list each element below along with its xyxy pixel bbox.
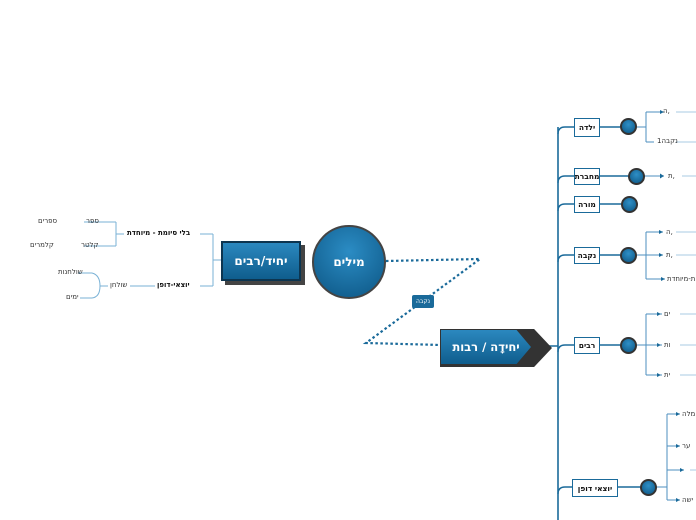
no-suffix-label[interactable]: בלי סיומת - מיוחדת <box>127 229 191 237</box>
feminine-singular-plural-node[interactable]: יחידָה / רבות <box>441 330 531 364</box>
dotted-link <box>362 257 484 347</box>
node-exceptions[interactable]: יוצאי דופן <box>572 479 618 497</box>
far-right-lines <box>676 111 696 471</box>
left-branch-lines <box>200 233 221 287</box>
box-knob-links <box>599 126 640 488</box>
exceptions-label[interactable]: יוצאי-דופן <box>157 281 190 289</box>
left-sub1-lines <box>84 221 124 247</box>
item-kalmar[interactable]: קלטר <box>81 241 99 249</box>
node-rabim[interactable]: רבים <box>574 337 600 354</box>
expand-knob[interactable] <box>620 247 637 264</box>
singular-plural-node[interactable]: יחיד/רבים <box>221 241 301 281</box>
right-trunk <box>549 127 559 520</box>
child-label[interactable]: ה, <box>663 107 670 115</box>
item-sefer[interactable]: ספר <box>86 217 99 225</box>
arrow-heads <box>657 110 684 502</box>
connector-label-feminine[interactable]: נקבה <box>412 295 434 308</box>
child-label[interactable]: ית <box>664 371 671 379</box>
child-label[interactable]: ישה <box>682 496 694 504</box>
item-yamim[interactable]: ימים <box>66 293 79 301</box>
expand-knob[interactable] <box>620 337 637 354</box>
child-label[interactable]: ות <box>664 341 671 349</box>
expand-knob[interactable] <box>628 168 645 185</box>
center-node-words[interactable]: מילים <box>312 225 386 299</box>
child-label[interactable]: מלה <box>682 410 696 418</box>
expand-knob[interactable] <box>621 196 638 213</box>
node-machberet[interactable]: מחברת <box>574 168 600 185</box>
item-kalmarim[interactable]: קלמרים <box>30 241 54 249</box>
item-sfarim[interactable]: ספרים <box>38 217 58 225</box>
node-nekeva[interactable]: נקבה <box>574 247 600 264</box>
child-label[interactable]: ער <box>682 442 691 450</box>
child-label[interactable]: ת, <box>668 172 675 180</box>
expand-knob[interactable] <box>620 118 637 135</box>
child-label[interactable]: ת-מיוחדת <box>667 275 696 283</box>
left-sub2-lines <box>78 272 155 299</box>
child-label[interactable]: נקבה1 <box>657 137 678 145</box>
node-yalda[interactable]: ילדה <box>574 118 600 137</box>
node-mora[interactable]: מורה <box>574 196 600 213</box>
item-shulchanot[interactable]: שולחנות <box>58 268 83 276</box>
child-label[interactable]: ה, <box>666 228 673 236</box>
center-node-label: מילים <box>333 255 365 269</box>
item-shulchan[interactable]: שולחן <box>110 281 128 289</box>
child-label[interactable]: ת, <box>666 251 673 259</box>
child-links <box>636 111 684 501</box>
feminine-node-label: יחידָה / רבות <box>452 340 520 354</box>
trunk-branches <box>557 126 574 495</box>
singular-plural-label: יחיד/רבים <box>234 254 288 268</box>
expand-knob[interactable] <box>640 479 657 496</box>
connector-label-text: נקבה <box>415 298 431 305</box>
child-label[interactable]: ים <box>664 310 671 318</box>
